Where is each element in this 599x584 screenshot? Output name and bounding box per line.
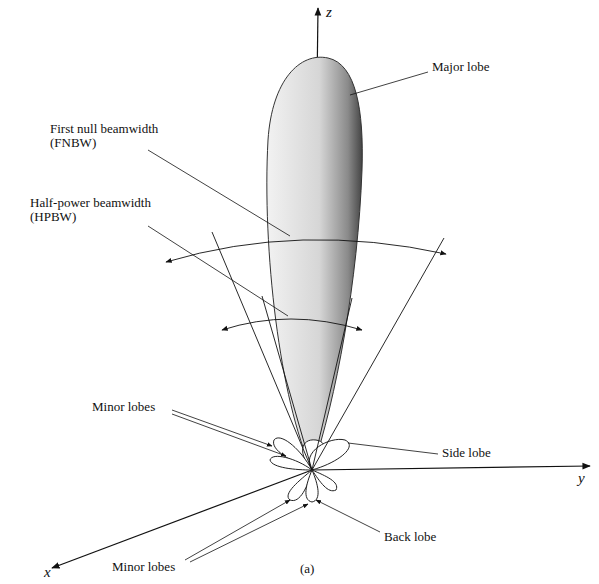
axis-label: z bbox=[326, 4, 332, 21]
leader-line bbox=[348, 443, 438, 454]
hpbw-edge bbox=[312, 298, 352, 470]
part-label: Side lobe bbox=[442, 446, 491, 460]
part-label: First null beamwidth (FNBW) bbox=[50, 122, 182, 151]
part-label: Major lobe bbox=[432, 60, 489, 74]
leader-line bbox=[172, 410, 272, 446]
part-label: Back lobe bbox=[384, 530, 436, 544]
minor-lobe bbox=[270, 456, 312, 470]
axis-label: x bbox=[44, 564, 51, 581]
minor-lobe bbox=[312, 470, 337, 491]
figure-label: (a) bbox=[300, 562, 314, 576]
part-label: Minor lobes bbox=[112, 560, 175, 574]
y-axis bbox=[312, 466, 590, 470]
fnbw-arc bbox=[166, 240, 446, 262]
leader-line bbox=[350, 72, 428, 95]
hpbw-edge bbox=[262, 296, 312, 470]
part-label: Minor lobes bbox=[92, 400, 155, 414]
part-label: Half-power beamwidth (HPBW) bbox=[30, 196, 170, 225]
leader-line bbox=[316, 500, 380, 532]
leader-line bbox=[190, 504, 308, 562]
axis-label: y bbox=[578, 470, 585, 487]
leader-line bbox=[172, 414, 286, 456]
hpbw-arc bbox=[222, 319, 362, 330]
x-axis bbox=[52, 470, 312, 568]
fnbw-edge bbox=[312, 238, 444, 470]
major-lobe bbox=[267, 57, 362, 470]
leader-line bbox=[148, 150, 290, 236]
leader-line bbox=[185, 500, 290, 560]
leader-line bbox=[148, 226, 288, 316]
